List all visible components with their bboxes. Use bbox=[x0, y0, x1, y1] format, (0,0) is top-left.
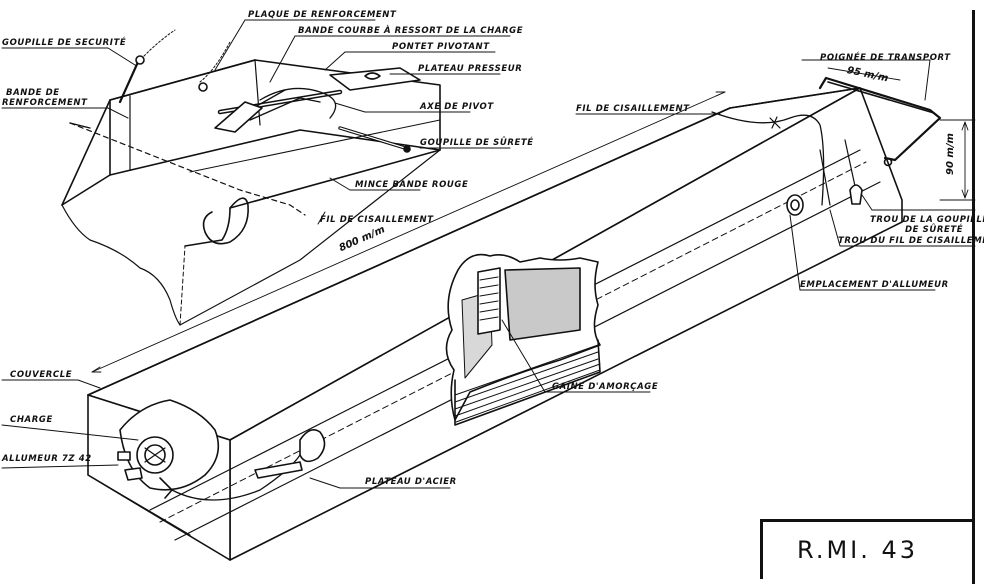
border-rule bbox=[972, 10, 975, 584]
label-plaque-renforcement: PLAQUE DE RENFORCEMENT bbox=[248, 10, 397, 20]
label-renforcement: RENFORCEMENT bbox=[2, 98, 88, 108]
label-trou-fil: TROU DU FIL DE CISAILLEMENT bbox=[838, 236, 984, 246]
label-fil-cisaillement-detail: FIL DE CISAILLEMENT bbox=[320, 215, 434, 225]
drawing-reference: R.MI. 43 bbox=[797, 536, 919, 564]
label-allumeur: ALLUMEUR 7Z 42 bbox=[2, 454, 92, 464]
allumeur-detail bbox=[117, 399, 326, 501]
label-fil-cisaillement-main: FIL DE CISAILLEMENT bbox=[576, 104, 690, 114]
label-charge: CHARGE bbox=[10, 415, 53, 425]
label-plateau-acier: PLATEAU D'ACIER bbox=[365, 477, 457, 487]
label-goupille-securite: GOUPILLE DE SECURITÉ bbox=[2, 38, 127, 48]
label-couvercle: COUVERCLE bbox=[10, 370, 73, 380]
label-goupille-surete: GOUPILLE DE SÛRETÉ bbox=[420, 138, 534, 148]
label-gaine-amorcage: GAÎNE D'AMORÇAGE bbox=[552, 382, 659, 392]
leader-lines bbox=[1, 19, 976, 489]
handle-detail bbox=[711, 76, 942, 216]
label-poignee-transport: POIGNÉE DE TRANSPORT bbox=[820, 53, 951, 63]
label-axe-pivot: AXE DE PIVOT bbox=[420, 102, 494, 112]
label-bande-de: BANDE DE bbox=[6, 88, 60, 98]
label-trou-goupille-1: TROU DE LA GOUPILLE bbox=[870, 215, 984, 225]
label-emplacement-allumeur: EMPLACEMENT D'ALLUMEUR bbox=[800, 280, 949, 290]
title-block: R.MI. 43 bbox=[760, 519, 974, 579]
cutaway-section bbox=[445, 253, 601, 426]
dimension-lines bbox=[91, 67, 976, 373]
label-bande-courbe: BANDE COURBE À RESSORT DE LA CHARGE bbox=[298, 26, 524, 36]
dimension-height: 90 m/m bbox=[945, 133, 956, 175]
label-plateau-presseur: PLATEAU PRESSEUR bbox=[418, 64, 523, 74]
label-trou-goupille-2: DE SÛRETÉ bbox=[905, 225, 964, 235]
label-pontet-pivotant: PONTET PIVOTANT bbox=[392, 42, 490, 52]
label-mince-bande-rouge: MINCE BANDE ROUGE bbox=[355, 180, 469, 190]
